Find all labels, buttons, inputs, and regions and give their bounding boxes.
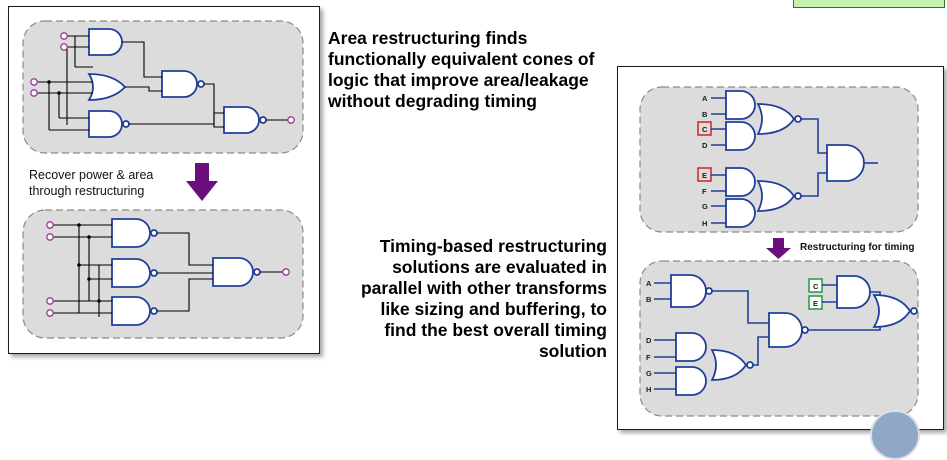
svg-text:D: D [646,336,652,345]
down-arrow-icon [186,163,218,201]
svg-text:B: B [702,110,708,119]
nand-bubble-1 [122,120,130,128]
nand-gate-b2 [111,258,151,288]
svg-text:H: H [702,219,707,228]
svg-text:C: C [702,125,708,134]
svg-text:G: G [702,202,708,211]
nand-gate-b4 [212,257,254,287]
top-circuit [30,28,295,138]
left-panel-diagram [22,20,304,339]
presenter-avatar [870,410,920,460]
nand-gate-b3 [111,296,151,326]
right-panel: A B C D E F G H [617,66,944,430]
or-gate-1 [87,73,127,101]
timing-top-area [639,86,919,233]
svg-text:D: D [702,141,708,150]
svg-text:C: C [813,282,819,291]
svg-text:H: H [646,385,651,394]
right-panel-diagram: A B C D E F G H [639,86,919,417]
timing-restructuring-text: Timing-based restructuring solutions are… [360,236,607,361]
nand-gate-b1 [111,218,151,248]
svg-text:E: E [702,171,707,180]
and-gate-1 [88,28,123,56]
restructuring-timing-label: Restructuring for timing [800,242,915,253]
svg-text:F: F [702,187,707,196]
green-button[interactable] [793,0,945,8]
down-arrow-icon [766,238,791,259]
nand-gate-1 [88,110,123,138]
left-panel: Recover power & area through restructuri… [8,6,320,354]
bottom-timing-circuit: A B D F G H C E [646,274,918,396]
svg-text:E: E [813,299,818,308]
top-timing-circuit: A B C D E F G H [697,90,878,228]
input-a-label: A [702,94,708,103]
area-restructuring-text: Area restructuring finds functionally eq… [328,28,595,111]
nand-gate-3 [223,106,260,134]
svg-text:A: A [646,279,652,288]
svg-text:G: G [646,369,652,378]
bottom-circuit [46,218,290,326]
svg-text:B: B [646,295,652,304]
left-caption: Recover power & area through restructuri… [29,168,154,198]
bottom-circuit-area [22,209,304,339]
svg-text:F: F [646,353,651,362]
nand-gate-2 [161,70,198,98]
